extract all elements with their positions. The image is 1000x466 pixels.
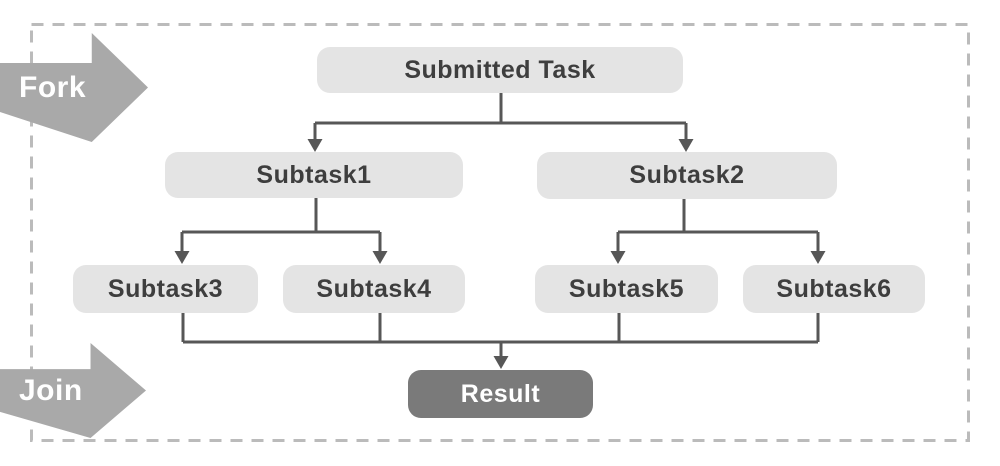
join-indicator: Join xyxy=(0,343,146,438)
connector-join xyxy=(181,313,820,369)
node-subtask2: Subtask2 xyxy=(537,152,837,199)
dashed-border xyxy=(30,23,970,442)
node-subtask3: Subtask3 xyxy=(73,265,258,313)
node-submitted-task: Submitted Task xyxy=(317,47,683,93)
fork-label: Fork xyxy=(19,70,87,104)
node-subtask4: Subtask4 xyxy=(283,265,465,313)
arrowhead-to-subtask3 xyxy=(174,251,190,264)
arrowhead-to-subtask6 xyxy=(810,251,826,264)
arrowhead-to-subtask2 xyxy=(678,139,694,152)
join-label: Join xyxy=(19,373,83,407)
connector-subtask1-fork xyxy=(174,198,388,264)
arrowhead-to-subtask4 xyxy=(372,251,388,264)
node-subtask1: Subtask1 xyxy=(165,152,463,198)
arrowhead-to-subtask5 xyxy=(610,251,626,264)
node-subtask6: Subtask6 xyxy=(743,265,925,313)
connector-root-fork xyxy=(307,93,694,152)
arrowhead-to-result xyxy=(493,356,509,369)
connector-subtask2-fork xyxy=(610,199,826,264)
node-subtask5: Subtask5 xyxy=(535,265,718,313)
fork-indicator: Fork xyxy=(0,33,148,142)
arrowhead-to-subtask1 xyxy=(307,139,323,152)
node-result: Result xyxy=(408,370,593,418)
